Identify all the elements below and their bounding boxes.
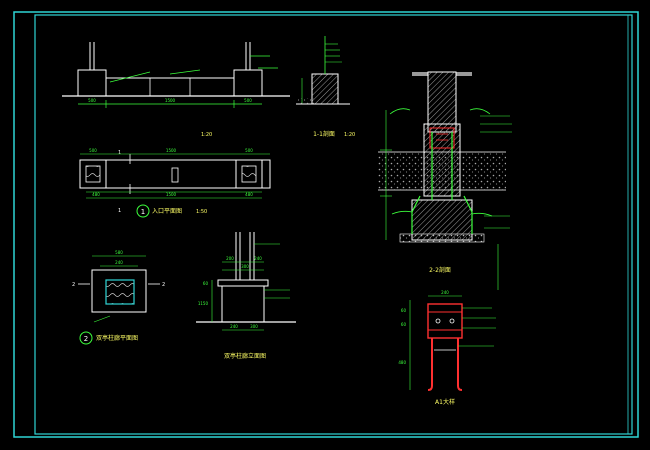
drawing-frame-inner — [34, 14, 633, 435]
elev-2-dim-bot-2: 300 — [250, 324, 258, 329]
plan-2-cut-right: 2 — [162, 282, 165, 288]
front-elevation-scale: 1:20 — [201, 132, 212, 138]
front-elevation: 500 1500 500 1:20 — [62, 42, 290, 138]
elevation-2: 200 300 240 240 300 60 1150 双亭柱廊立面图 — [196, 232, 296, 360]
plan-1-dim-bot-right: 480 — [245, 192, 253, 197]
section-1-1-scale: 1:20 — [344, 132, 355, 138]
plan-1-dim-top-mid: 1500 — [166, 148, 177, 153]
plan-1-dim-bot-left: 480 — [92, 192, 100, 197]
detail-a1: 240 60 60 480 A1大样 — [398, 290, 496, 406]
plan-2-title: 双亭柱廊平面图 — [96, 334, 138, 342]
section-2-2-title: 2-2剖面 — [429, 266, 451, 274]
plan-2-dim-inner: 240 — [115, 260, 123, 265]
front-dim-left: 500 — [88, 98, 96, 103]
plan-1-scale: 1:50 — [196, 209, 207, 215]
elev-2-title: 双亭柱廊立面图 — [224, 352, 266, 360]
elev-2-dim-side-1: 60 — [203, 281, 209, 286]
detail-dim-top: 240 — [441, 290, 449, 295]
plan-2: 580 240 2 2 2 双亭柱廊平面图 — [72, 250, 165, 345]
plan-2-number-circle — [79, 331, 93, 345]
elev-2-dim-bot-1: 240 — [230, 324, 238, 329]
elev-2-dim-top-1: 200 — [226, 256, 234, 261]
elev-2-dim-top-2: 300 — [241, 264, 249, 269]
plan-1-cut-top: 1 — [118, 150, 121, 156]
plan-2-number: 2 — [84, 335, 88, 343]
plan-1-cut-bottom: 1 — [118, 208, 121, 214]
plan-1-dim-top-right: 500 — [245, 148, 253, 153]
elev-2-dim-top-3: 240 — [254, 256, 262, 261]
plan-2-dim-outer: 580 — [115, 250, 123, 255]
plan-1-number: 1 — [141, 208, 145, 216]
detail-a1-title: A1大样 — [435, 398, 455, 406]
front-dim-right: 500 — [244, 98, 252, 103]
detail-dim-side-1: 60 — [401, 308, 407, 313]
detail-dim-side-2: 60 — [401, 322, 407, 327]
section-1-1-title: 1-1剖面 — [313, 130, 335, 138]
section-1-1: 1-1剖面 1:20 — [296, 36, 355, 138]
front-dim-mid: 1500 — [165, 98, 176, 103]
plan-2-cut-left: 2 — [72, 282, 75, 288]
plan-1-number-circle — [136, 204, 150, 218]
plan-1-dim-bot-mid: 1500 — [166, 192, 177, 197]
detail-dim-tail: 480 — [398, 360, 406, 365]
section-2-2: 2-2剖面 — [378, 71, 512, 290]
drawing-frame-outer — [13, 11, 639, 438]
elev-2-dim-side-2: 1150 — [198, 301, 209, 306]
plan-1: 1 1 500 1500 500 480 1500 480 1 入口平面图 1:… — [79, 148, 271, 218]
plan-1-dim-top-left: 500 — [89, 148, 97, 153]
plan-1-title: 入口平面图 — [152, 208, 182, 215]
